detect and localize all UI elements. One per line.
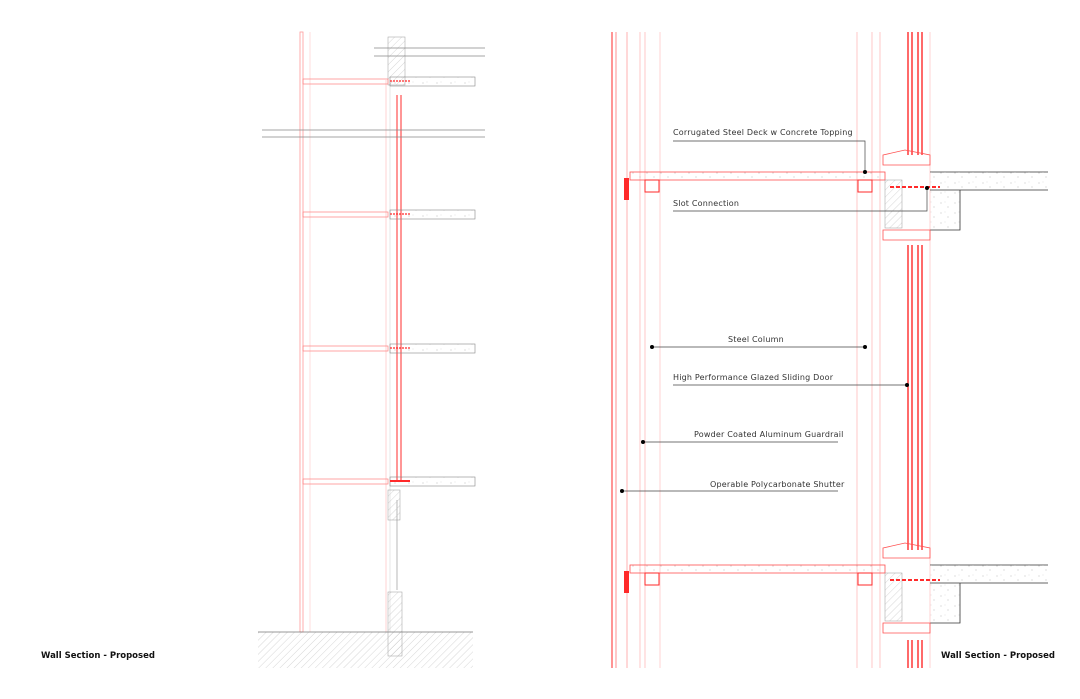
callout-deck: Corrugated Steel Deck w Concrete Topping [673, 128, 853, 137]
right-detail-section [611, 32, 1048, 668]
left-wall-section [258, 31, 485, 668]
callout-guardrail: Powder Coated Aluminum Guardrail [694, 430, 844, 439]
left-drawing-title: Wall Section - Proposed [41, 651, 155, 661]
callout-slot-connection: Slot Connection [673, 199, 740, 208]
callout-steel-column: Steel Column [728, 335, 784, 344]
right-drawing-title: Wall Section - Proposed [941, 651, 1055, 661]
callout-dots [620, 170, 929, 493]
floor-slab-upper [624, 149, 1048, 241]
callout-sliding-door: High Performance Glazed Sliding Door [673, 373, 834, 382]
callout-leaders [622, 140, 928, 492]
floor-levels [302, 76, 476, 487]
callout-shutter: Operable Polycarbonate Shutter [710, 480, 845, 489]
floor-slab-lower [624, 542, 1048, 634]
